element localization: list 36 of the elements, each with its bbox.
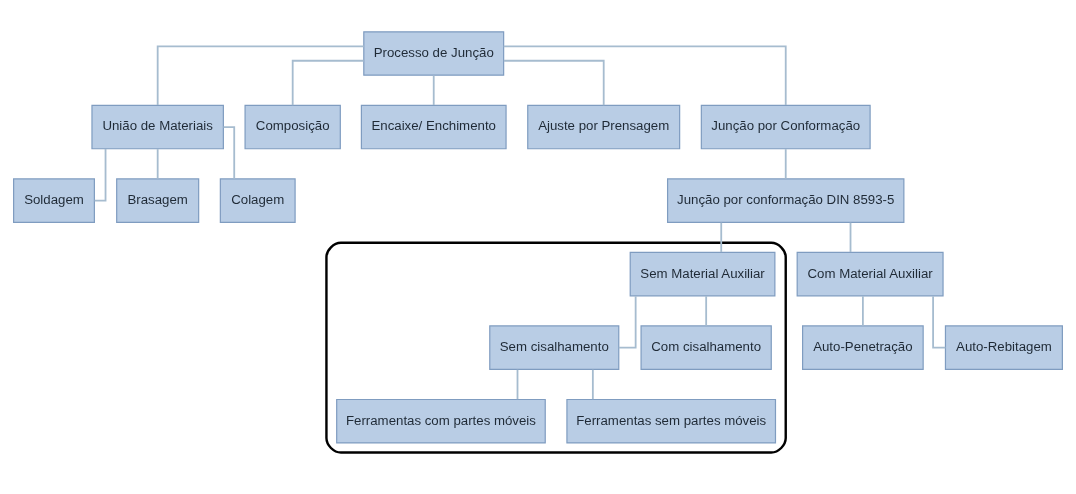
connector (291, 59, 365, 107)
connector (720, 221, 723, 253)
connector (93, 148, 107, 202)
connector (516, 368, 519, 401)
connector (861, 295, 864, 327)
node-box: Com Material Auxiliar (796, 251, 944, 297)
connector (591, 368, 594, 401)
connector (156, 148, 159, 180)
cluster (325, 241, 787, 454)
connector (705, 295, 708, 327)
connector (784, 148, 787, 180)
connector (617, 295, 637, 349)
node-box: Auto-Rebitagem (944, 325, 1063, 370)
node-box: Com cisalhamento (640, 325, 772, 370)
node-box: Brasagem (116, 178, 200, 223)
connector (502, 45, 787, 106)
connector (849, 221, 852, 253)
connector (156, 45, 365, 106)
node-box: Junção por Conformação (700, 104, 871, 150)
node-box: Ajuste por Prensagem (527, 104, 681, 150)
node-box: Composição (244, 104, 341, 150)
connector (222, 126, 236, 180)
node-box: Soldagem (13, 178, 95, 223)
connector (432, 74, 435, 106)
node-box: Encaixe/ Enchimento (360, 104, 507, 150)
node-box: Ferramentas sem partes móveis (566, 398, 777, 444)
node-box: Sem cisalhamento (489, 325, 620, 370)
connector (502, 59, 605, 107)
node-box: Sem Material Auxiliar (629, 251, 776, 297)
node-box: União de Materiais (91, 104, 224, 150)
node-box: Processo de Junção (363, 31, 505, 76)
node-box: Auto-Penetração (802, 325, 924, 370)
node-box: Ferramentas com partes móveis (336, 398, 546, 444)
connector (932, 295, 947, 349)
node-box: Colagem (219, 178, 296, 223)
node-box: Junção por conformação DIN 8593-5 (667, 178, 905, 223)
